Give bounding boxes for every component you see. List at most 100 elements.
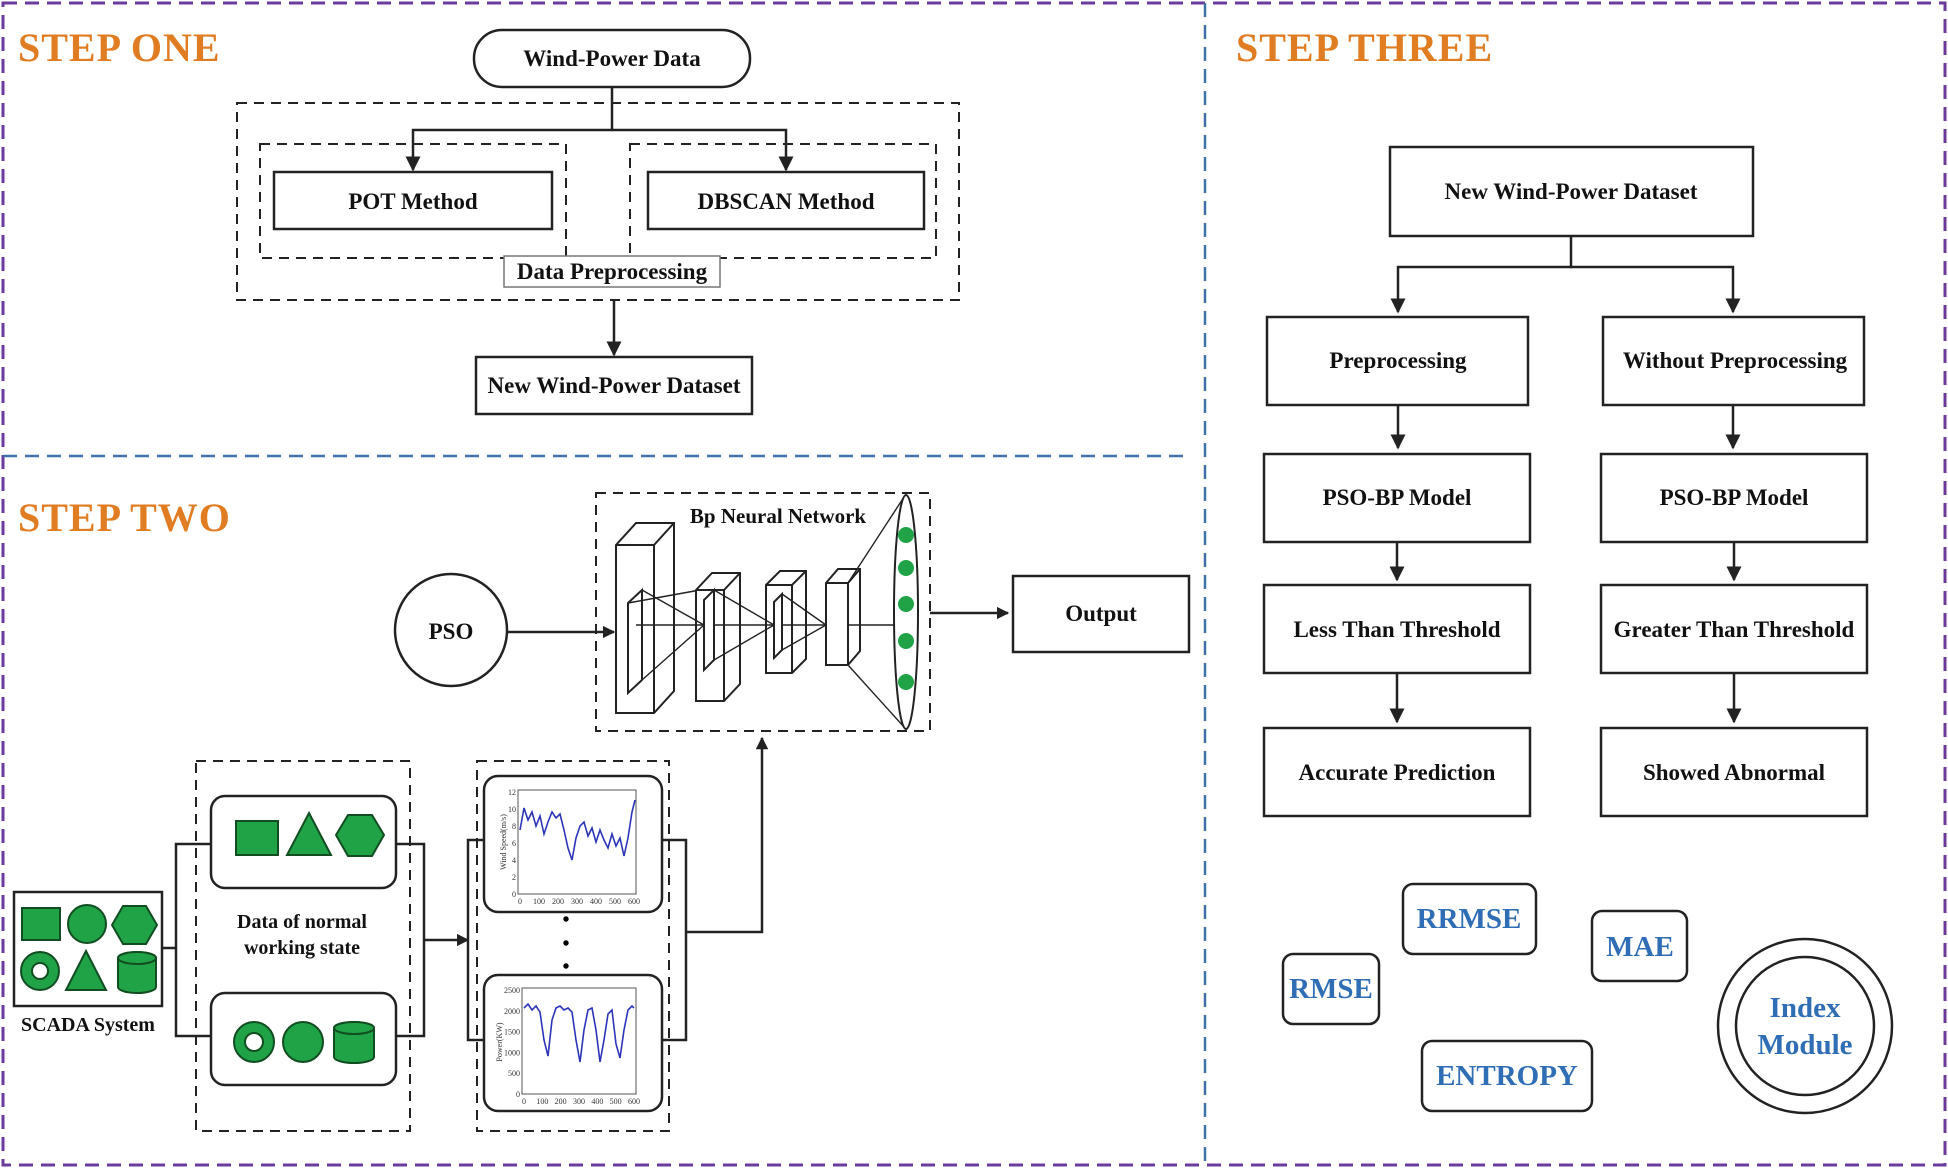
wind-ytick-5: 2 bbox=[512, 873, 516, 882]
plots-group bbox=[476, 760, 670, 1132]
mae-label: MAE bbox=[1606, 931, 1674, 963]
wind-speed-ylabel: Wind Speed(m/s) bbox=[499, 814, 508, 870]
less-than-threshold-box bbox=[1262, 583, 1532, 675]
wind-ytick-6: 0 bbox=[512, 890, 516, 899]
wind-ytick-0: 12 bbox=[508, 788, 516, 797]
shape-symbol-icon bbox=[20, 904, 159, 994]
pso-node bbox=[393, 572, 509, 688]
index-module-label-line-2: Module bbox=[1757, 1029, 1852, 1061]
plots-bracket bbox=[466, 838, 688, 1042]
new-dataset-box-step-one bbox=[474, 355, 754, 416]
step-one-title: STEP ONE bbox=[18, 25, 221, 70]
wind-ytick-2: 8 bbox=[512, 822, 516, 831]
new-dataset-box-step-three bbox=[1388, 145, 1755, 238]
pso-bp-model-right-label: PSO-BP Model bbox=[1660, 485, 1809, 510]
arrow-to-pot bbox=[405, 87, 614, 172]
network-connections bbox=[636, 496, 905, 728]
left-branch: Preprocessing PSO-BP Model Less Than Thr… bbox=[1262, 315, 1532, 818]
wind-xtick-3: 300 bbox=[571, 897, 583, 906]
neuron-node-icon bbox=[898, 527, 914, 690]
network-layer-2 bbox=[695, 572, 741, 702]
power-xtick-4: 400 bbox=[591, 1097, 603, 1106]
dbscan-group bbox=[629, 143, 937, 259]
power-ytick-4: 500 bbox=[508, 1069, 520, 1078]
pot-method-box bbox=[272, 170, 554, 231]
preprocessing-label: Preprocessing bbox=[1329, 348, 1467, 373]
rmse-label: RMSE bbox=[1289, 973, 1373, 1005]
arrow-to-dbscan bbox=[612, 128, 794, 172]
wind-ytick-1: 10 bbox=[508, 805, 516, 814]
output-box bbox=[1011, 574, 1191, 654]
normal-state-label-line-1: Data of normal bbox=[237, 911, 367, 933]
bp-network-group bbox=[595, 492, 931, 732]
showed-abnormal-label: Showed Abnormal bbox=[1643, 760, 1825, 785]
arrow-to-preprocessing bbox=[1390, 236, 1573, 314]
power-ytick-5: 0 bbox=[516, 1090, 520, 1099]
step-two-title: STEP TWO bbox=[18, 495, 231, 540]
index-module-label-line-1: Index bbox=[1770, 992, 1841, 1024]
power-xtick-2: 200 bbox=[555, 1097, 567, 1106]
data-preprocessing-group bbox=[236, 102, 960, 301]
power-series bbox=[523, 1002, 635, 1063]
plot-ellipsis-dot-2: • bbox=[562, 933, 569, 955]
data-preprocessing-tag bbox=[503, 255, 721, 288]
power-ytick-0: 2500 bbox=[504, 986, 520, 995]
power-xtick-0: 0 bbox=[522, 1097, 526, 1106]
bp-network-label: Bp Neural Network bbox=[690, 504, 866, 528]
output-label: Output bbox=[1065, 601, 1137, 626]
shape-symbol-icon bbox=[235, 810, 386, 857]
network-layer-4 bbox=[825, 568, 861, 666]
network-layer-3 bbox=[765, 570, 807, 674]
new-dataset-label-step-three: New Wind-Power Dataset bbox=[1445, 179, 1698, 204]
data-preprocessing-label: Data Preprocessing bbox=[517, 259, 708, 284]
dbscan-method-box bbox=[646, 170, 926, 231]
wind-speed-series bbox=[519, 799, 636, 861]
wind-xtick-5: 500 bbox=[609, 897, 621, 906]
power-xtick-5: 500 bbox=[610, 1097, 622, 1106]
accurate-prediction-label: Accurate Prediction bbox=[1299, 760, 1496, 785]
wind-xtick-4: 400 bbox=[590, 897, 602, 906]
greater-than-threshold-label: Greater Than Threshold bbox=[1614, 617, 1855, 642]
plot-ellipsis-dot-3: • bbox=[562, 956, 569, 978]
power-ytick-2: 1500 bbox=[504, 1028, 520, 1037]
rrmse-label: RRMSE bbox=[1417, 903, 1522, 935]
less-than-threshold-label: Less Than Threshold bbox=[1293, 617, 1500, 642]
wind-xtick-0: 0 bbox=[518, 897, 522, 906]
without-preprocessing-label: Without Preprocessing bbox=[1623, 348, 1848, 373]
right-branch: Without Preprocessing PSO-BP Model Great… bbox=[1599, 315, 1869, 818]
shape-symbol-icon bbox=[233, 1021, 375, 1064]
entropy-badge bbox=[1420, 1039, 1594, 1113]
pso-bp-model-right-box bbox=[1599, 452, 1869, 544]
plot-ellipsis-dot-1: • bbox=[562, 909, 569, 931]
mae-badge bbox=[1590, 909, 1689, 983]
rmse-badge bbox=[1281, 952, 1381, 1026]
index-module-inner-ring bbox=[1734, 955, 1876, 1097]
rrmse-badge bbox=[1401, 882, 1538, 956]
arrow-plots-to-network bbox=[686, 736, 769, 934]
normal-data-group bbox=[195, 760, 411, 1132]
entropy-label: ENTROPY bbox=[1436, 1060, 1578, 1092]
greater-than-threshold-box bbox=[1599, 583, 1869, 675]
power-ytick-1: 2000 bbox=[504, 1007, 520, 1016]
pot-method-label: POT Method bbox=[348, 189, 477, 214]
pso-bp-model-left-label: PSO-BP Model bbox=[1323, 485, 1472, 510]
normal-state-label-line-2: working state bbox=[244, 937, 360, 959]
wind-power-data-label: Wind-Power Data bbox=[523, 46, 701, 71]
scada-label: SCADA System bbox=[21, 1014, 155, 1036]
power-ylabel: Power(KW) bbox=[495, 1022, 504, 1061]
wind-xtick-2: 200 bbox=[552, 897, 564, 906]
step-three-title: STEP THREE bbox=[1236, 25, 1493, 70]
power-ytick-3: 1000 bbox=[504, 1048, 520, 1057]
wind-ytick-3: 6 bbox=[512, 839, 516, 848]
dbscan-method-label: DBSCAN Method bbox=[698, 189, 875, 214]
new-dataset-label-step-one: New Wind-Power Dataset bbox=[488, 373, 741, 398]
arrow-to-without-preprocessing bbox=[1571, 265, 1741, 314]
showed-abnormal-box bbox=[1599, 726, 1869, 818]
wind-ytick-4: 4 bbox=[512, 856, 516, 865]
accurate-prediction-box bbox=[1262, 726, 1532, 818]
